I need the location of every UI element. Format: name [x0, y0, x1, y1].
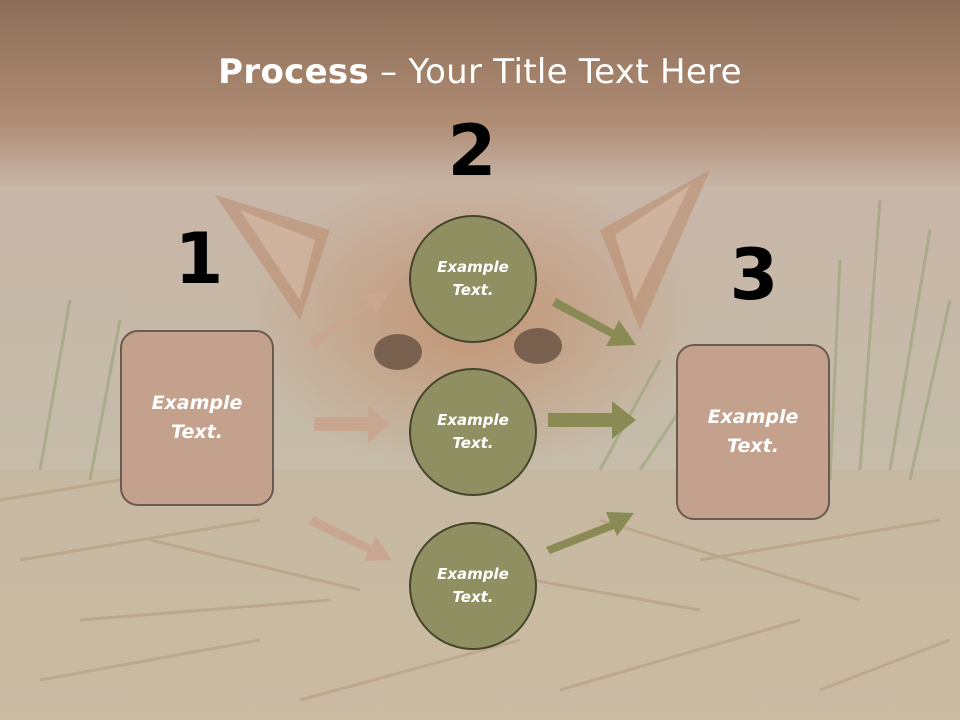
step-box-3: Example Text.	[676, 344, 830, 520]
circle-node-2: Example Text.	[409, 368, 537, 496]
arrow-from-circle-3	[546, 512, 634, 554]
arrow-to-circle-1	[308, 290, 390, 348]
step-number-1: 1	[174, 218, 224, 300]
step-number-2: 2	[447, 110, 497, 192]
arrow-to-circle-3	[309, 516, 392, 561]
step-box-1: Example Text.	[120, 330, 274, 506]
step-number-3: 3	[729, 234, 779, 316]
slide-title: Process – Your Title Text Here	[0, 52, 960, 92]
title-bold: Process	[218, 52, 370, 92]
arrow-from-circle-1	[552, 298, 636, 346]
arrow-to-circle-2	[314, 405, 390, 443]
arrow-from-circle-2	[548, 401, 636, 439]
circle-node-1: Example Text.	[409, 215, 537, 343]
circle-node-3: Example Text.	[409, 522, 537, 650]
title-rest: – Your Title Text Here	[369, 52, 742, 92]
